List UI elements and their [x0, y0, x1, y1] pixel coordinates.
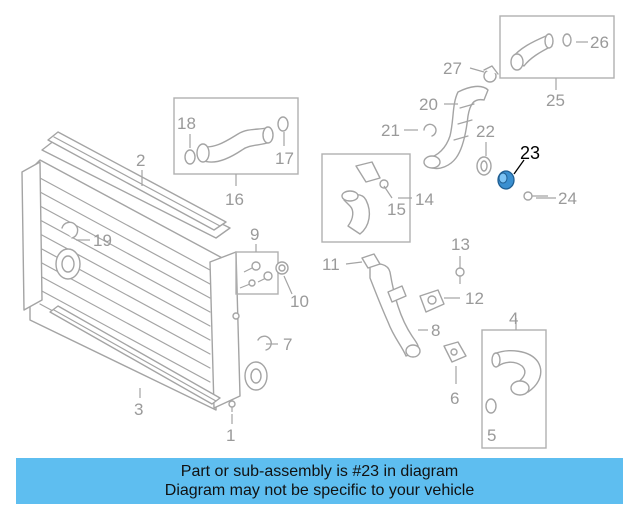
bracket-6 — [443, 341, 467, 363]
callout-13: 13 — [451, 235, 470, 254]
clip-19 — [61, 221, 79, 239]
callout-25: 25 — [546, 91, 565, 110]
callout-24: 24 — [558, 189, 577, 208]
callout-21: 21 — [381, 121, 400, 140]
hose-8 — [361, 253, 421, 358]
hose-16 — [196, 126, 274, 163]
callout-labels: 1 2 3 4 5 6 7 8 9 10 11 12 13 14 15 16 1… — [93, 33, 609, 445]
callout-20: 20 — [419, 95, 438, 114]
callout-4: 4 — [509, 309, 518, 328]
banner-line-2: Diagram may not be specific to your vehi… — [164, 482, 475, 499]
callout-2: 2 — [136, 151, 145, 170]
callout-14: 14 — [415, 190, 434, 209]
flange-12 — [419, 289, 445, 313]
hose-20 — [423, 85, 489, 170]
info-banner: Part or sub-assembly is #23 in diagram D… — [16, 458, 623, 504]
callout-18: 18 — [177, 114, 196, 133]
clamp-27 — [483, 65, 499, 83]
bolt-13 — [455, 256, 465, 284]
bolt-24 — [523, 191, 548, 201]
leader-23 — [513, 159, 525, 175]
callout-1: 1 — [226, 426, 235, 445]
callout-7: 7 — [283, 335, 292, 354]
callout-9: 9 — [250, 225, 259, 244]
callout-17: 17 — [275, 149, 294, 168]
hose-4 — [491, 350, 542, 396]
oring-26 — [562, 33, 572, 47]
seal-strip-bottom — [49, 305, 221, 405]
callout-6: 6 — [450, 389, 459, 408]
callout-19: 19 — [93, 231, 112, 250]
oring-5 — [485, 398, 497, 414]
callout-15: 15 — [387, 200, 406, 219]
nut-10 — [275, 261, 289, 275]
callout-10: 10 — [290, 292, 309, 311]
sleeve-22 — [476, 156, 492, 176]
box-25 — [499, 15, 615, 79]
leader-lines — [76, 41, 588, 424]
clip-7 — [257, 335, 272, 351]
callout-26: 26 — [590, 33, 609, 52]
callout-16: 16 — [225, 190, 244, 209]
callout-8: 8 — [431, 321, 440, 340]
callout-3: 3 — [134, 400, 143, 419]
callout-22: 22 — [476, 122, 495, 141]
callout-23: 23 — [520, 143, 540, 163]
clip-21 — [423, 123, 437, 137]
oring-18 — [184, 149, 196, 165]
callout-12: 12 — [465, 289, 484, 308]
bolts-9 — [239, 261, 273, 289]
callout-27: 27 — [443, 59, 462, 78]
box-4 — [481, 329, 547, 449]
part-23-highlighted — [497, 170, 515, 190]
hose-25 — [510, 33, 554, 71]
callout-5: 5 — [487, 426, 496, 445]
callout-11: 11 — [322, 255, 340, 274]
hose-15 — [341, 161, 389, 235]
banner-line-1: Part or sub-assembly is #23 in diagram — [180, 463, 459, 480]
oring-17 — [277, 116, 289, 132]
parts-diagram: 1 2 3 4 5 6 7 8 9 10 11 12 13 14 15 16 1… — [21, 15, 615, 449]
seal-strip-top — [47, 131, 227, 231]
